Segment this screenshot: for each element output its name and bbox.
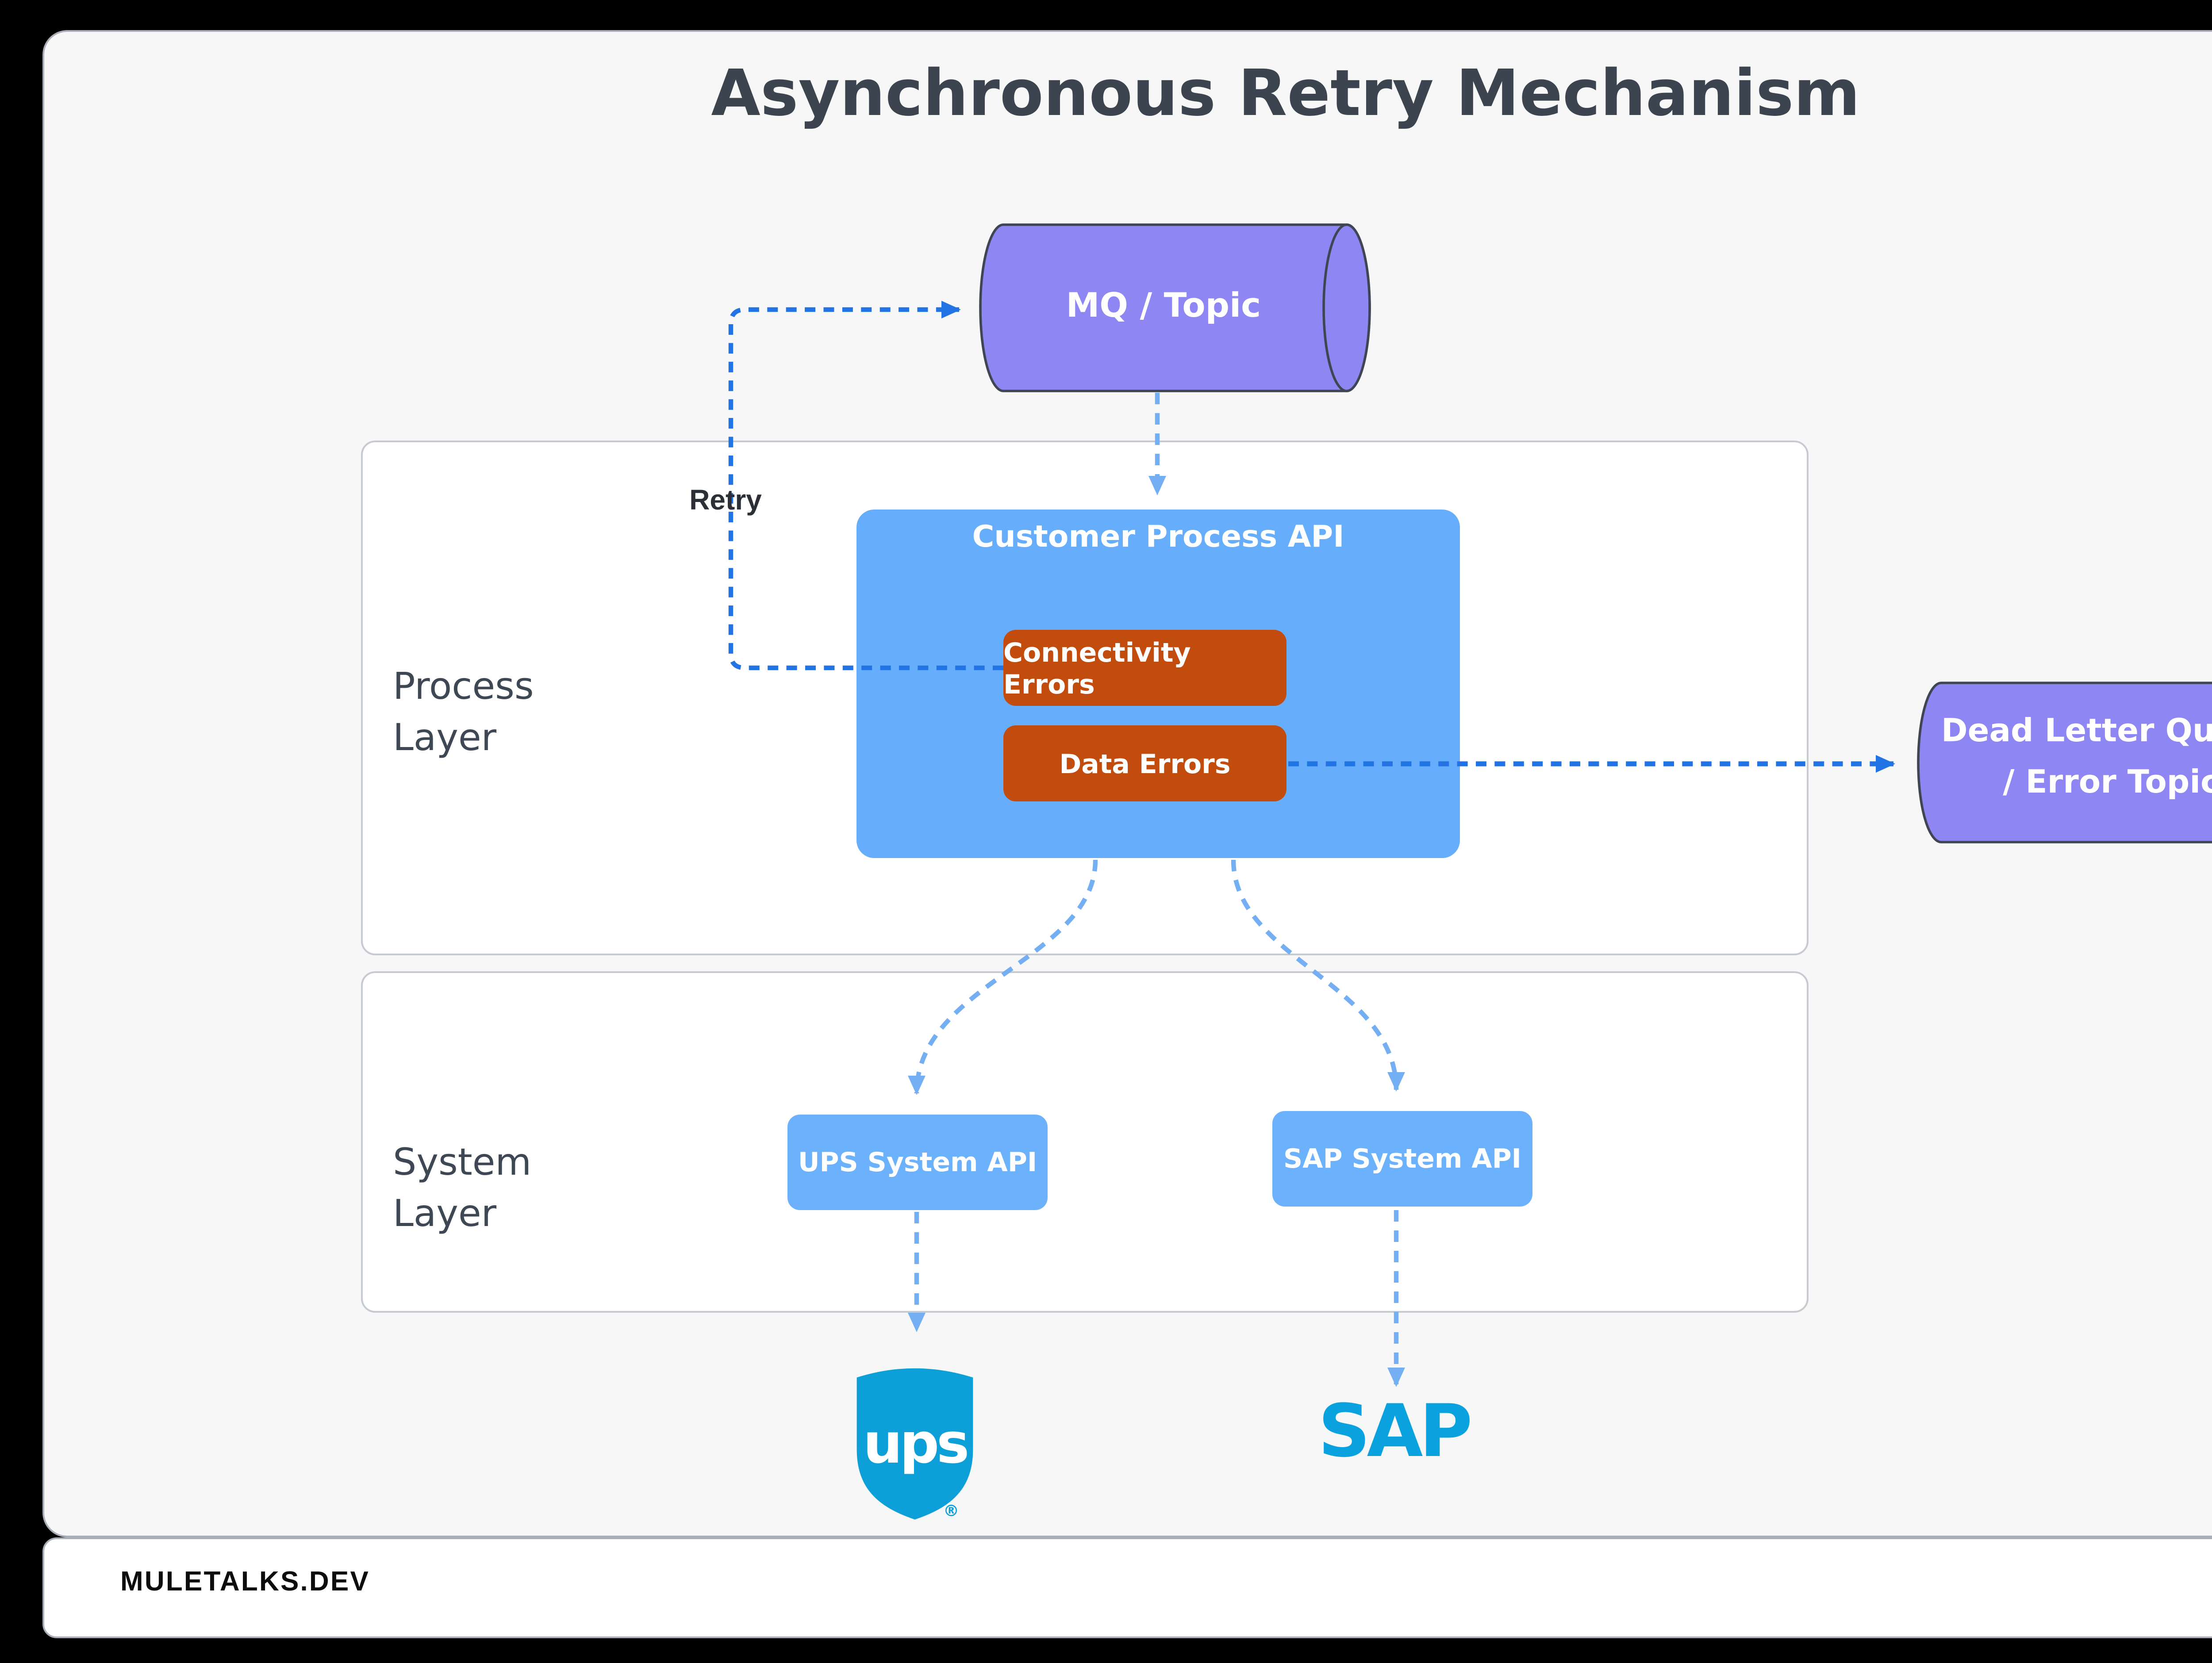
process-layer-label-line2: Layer [393, 717, 497, 759]
ups-shield-logo-icon: ups [853, 1350, 977, 1523]
sap-system-api-label: SAP System API [1283, 1143, 1522, 1175]
connectivity-errors-label: Connectivity Errors [1003, 636, 1191, 700]
ups-system-api-label: UPS System API [798, 1146, 1037, 1178]
ups-logo-text: ups [863, 1411, 967, 1475]
data-errors-node: Data Errors [1003, 725, 1286, 801]
ups-system-api-node: UPS System API [787, 1115, 1048, 1210]
dead-letter-queue-label: Dead Letter Queue / Error Topic [1918, 706, 2212, 809]
process-layer-label-line1: Process [393, 665, 534, 708]
data-errors-label: Data Errors [1059, 747, 1231, 779]
system-layer-label-line2: Layer [393, 1192, 497, 1235]
system-layer-label: System Layer [393, 1138, 531, 1240]
system-layer-box [361, 971, 1809, 1313]
process-layer-label: Process Layer [393, 662, 534, 764]
retry-label: Retry [689, 487, 762, 517]
sap-logo: SAP [1318, 1389, 1472, 1474]
ups-registered-mark: ® [943, 1504, 959, 1521]
system-layer-label-line1: System [393, 1141, 532, 1184]
footer-bar [42, 1537, 2212, 1638]
customer-process-api-title: Customer Process API [972, 520, 1344, 556]
dlq-label-line1: Dead Letter Queue [1941, 713, 2212, 750]
mq-topic-label: MQ / Topic [1066, 287, 1261, 326]
sap-system-api-node: SAP System API [1272, 1111, 1532, 1207]
footer-site-text: MULETALKS.DEV [120, 1567, 370, 1598]
connectivity-errors-node: Connectivity Errors [1003, 630, 1286, 706]
dlq-label-line2: / Error Topic [2003, 764, 2212, 801]
page-title: Asynchronous Retry Mechanism [711, 58, 1860, 131]
